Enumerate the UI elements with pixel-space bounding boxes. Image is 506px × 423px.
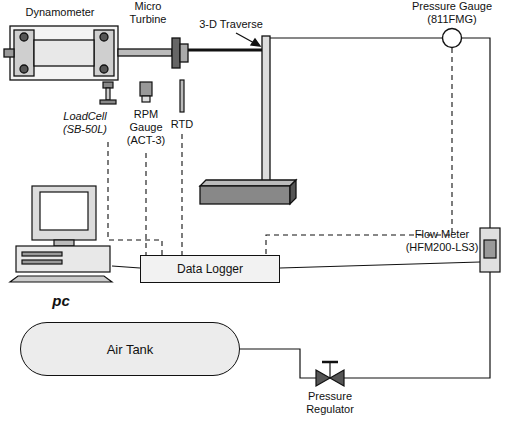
node-text: Pressure Gauge (811FMG) [400,0,504,26]
gauge-node: Pressure Gauge (811FMG) [400,0,504,49]
signal-connector [266,48,452,255]
logger-box: Data Logger [140,255,280,283]
micro-turbine-symbol [172,38,262,68]
pc-symbol [10,186,112,282]
sensor-symbols [100,80,184,112]
part-label: Flow Meter (HFM200-LS3) [404,228,480,254]
part-label: Micro Turbine [124,0,172,26]
pressure-regulator-symbol [316,362,344,386]
node-text: Data Logger [177,262,243,276]
signal-wires [108,134,182,255]
gauge-circle [441,27,463,49]
sensor-label: LoadCell (SB-50L) [56,110,114,136]
part-label: Dynamometer [10,6,110,19]
node-text: Air Tank [107,342,154,357]
dynamometer-symbol [4,26,172,80]
flow-meter-symbol [480,228,500,272]
computer-label: pc [36,292,86,310]
traverse-symbol [200,33,296,204]
sensor-label: RPM Gauge (ACT-3) [122,108,170,147]
part-label: Pressure Regulator [294,390,366,416]
tank-capsule: Air Tank [20,322,240,376]
sensor-label: RTD [166,118,198,131]
part-label: 3-D Traverse [190,18,272,31]
